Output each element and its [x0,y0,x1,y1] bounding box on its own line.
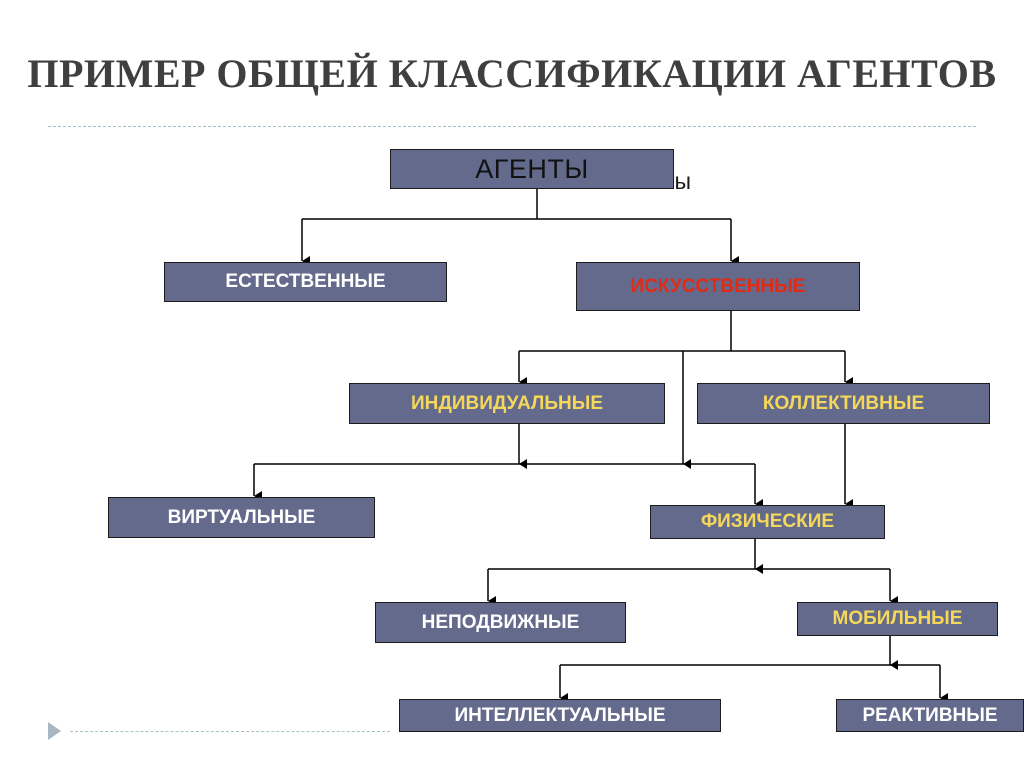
node-natural: ЕСТЕСТВЕННЫЕ [164,262,447,302]
title-divider [48,126,976,127]
node-individual: ИНДИВИДУАЛЬНЫЕ [349,383,665,424]
node-mobile: МОБИЛЬНЫЕ [797,602,998,636]
node-stationary: НЕПОДВИЖНЫЕ [375,602,626,643]
node-artificial: ИСКУССТВЕННЫЕ [576,262,860,311]
page-title: ПРИМЕР ОБЩЕЙ КЛАССИФИКАЦИИ АГЕНТОВ [27,51,997,96]
node-reactive: РЕАКТИВНЫЕ [836,699,1024,732]
node-virtual: ВИРТУАЛЬНЫЕ [108,497,375,538]
node-intelligent: ИНТЕЛЛЕКТУАЛЬНЫЕ [399,699,721,732]
node-physical: ФИЗИЧЕСКИЕ [650,505,885,539]
slide-marker-triangle-icon [48,722,61,740]
node-agents: АГЕНТЫ [390,149,674,189]
node-collective: КОЛЛЕКТИВНЫЕ [697,383,990,424]
footer-divider [70,731,390,732]
